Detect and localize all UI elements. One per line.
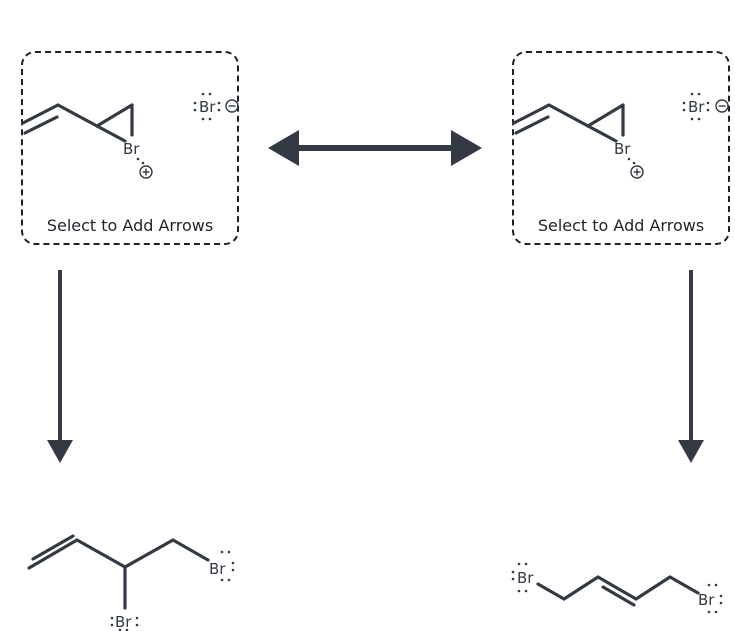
- left-arrow-panel[interactable]: Br Br Select to Add Arrows: [21, 51, 239, 245]
- left-reaction-arrow: [47, 270, 73, 463]
- product-br-label: Br: [209, 560, 226, 578]
- negative-charge-icon: [225, 99, 239, 113]
- right-reaction-arrow: [678, 270, 704, 463]
- bromide-anion-label: Br: [688, 98, 705, 116]
- negative-charge-icon: [715, 99, 729, 113]
- left-bromonium-structure: Br Br: [21, 92, 239, 179]
- left-panel-label: Select to Add Arrows: [46, 216, 214, 235]
- right-panel-label: Select to Add Arrows: [537, 216, 705, 235]
- right-product-structure: Br Br: [511, 562, 723, 614]
- bromide-anion-label: Br: [199, 98, 216, 116]
- left-product-structure: Br Br: [27, 534, 235, 631]
- positive-charge-icon: [139, 165, 153, 179]
- right-bromonium-structure: Br Br: [512, 92, 729, 179]
- resonance-double-arrow: [268, 130, 482, 166]
- product-br-label: Br: [517, 569, 534, 587]
- ring-br-label: Br: [614, 140, 631, 158]
- positive-charge-icon: [630, 165, 644, 179]
- ring-br-label: Br: [123, 140, 140, 158]
- product-br-label: Br: [698, 591, 715, 609]
- product-br-label: Br: [115, 613, 132, 631]
- right-arrow-panel[interactable]: Br Br Select to Add Arrows: [512, 51, 730, 245]
